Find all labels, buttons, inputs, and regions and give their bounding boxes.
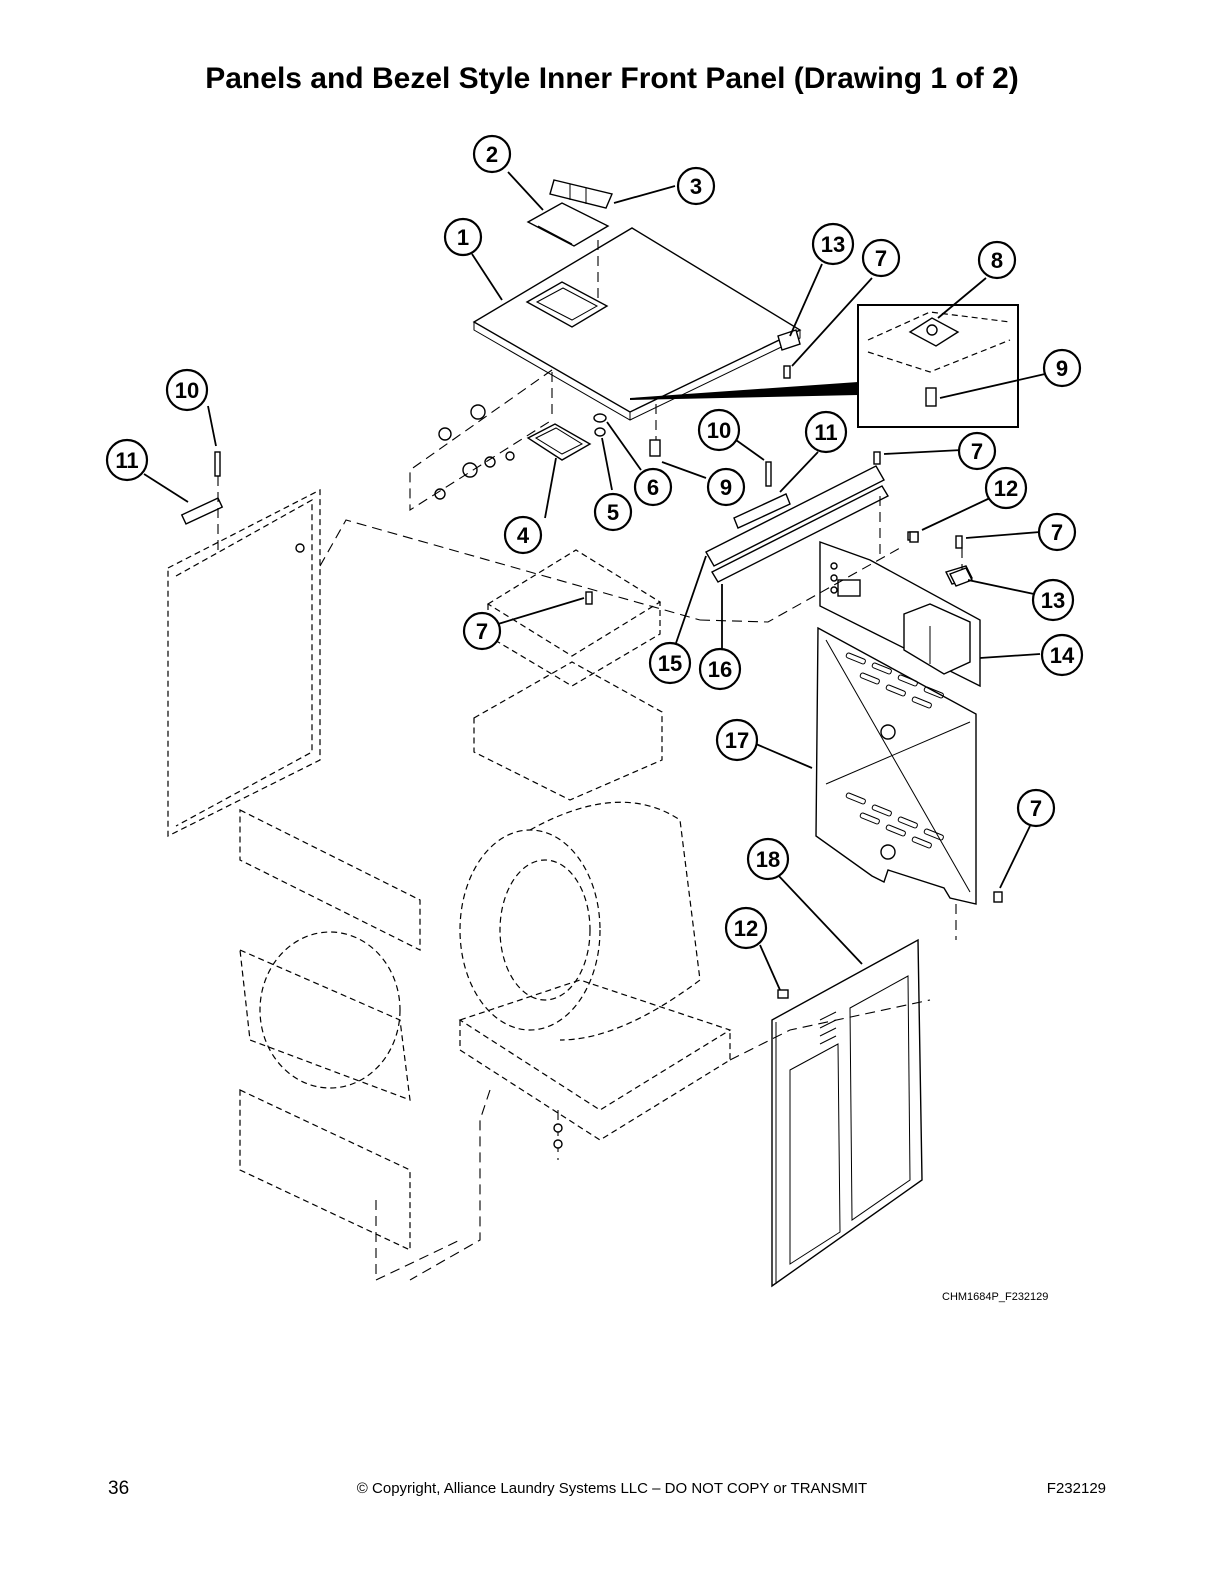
callout-18: 18 — [746, 837, 790, 881]
svg-text:6: 6 — [647, 475, 659, 500]
callout-4: 4 — [503, 515, 543, 555]
svg-text:3: 3 — [690, 174, 702, 199]
callout-15: 15 — [648, 641, 692, 685]
callout-7: 7 — [462, 611, 502, 651]
page-title: Panels and Bezel Style Inner Front Panel… — [205, 62, 1019, 95]
callout-9: 9 — [1042, 348, 1082, 388]
svg-text:10: 10 — [707, 418, 731, 443]
lid-part — [526, 179, 613, 247]
dryer-internal-assembly — [458, 549, 732, 1141]
gasket-part — [526, 423, 592, 461]
svg-text:7: 7 — [1051, 520, 1063, 545]
svg-text:11: 11 — [814, 420, 837, 445]
svg-text:9: 9 — [720, 475, 732, 500]
svg-text:13: 13 — [1041, 588, 1065, 613]
drawing-code: CHM1684P_F232129 — [942, 1291, 1049, 1303]
svg-text:7: 7 — [476, 619, 488, 644]
document-id: F232129 — [1046, 1480, 1106, 1497]
svg-text:7: 7 — [875, 246, 887, 271]
callout-13: 13 — [1031, 578, 1075, 622]
callout-12: 12 — [984, 466, 1028, 510]
callout-13: 13 — [811, 222, 855, 266]
svg-text:1: 1 — [457, 225, 469, 250]
front-panel — [771, 938, 923, 1288]
svg-text:5: 5 — [607, 500, 619, 525]
callout-11: 11 — [105, 438, 149, 482]
callout-6: 6 — [633, 467, 673, 507]
svg-text:17: 17 — [725, 728, 749, 753]
callout-7: 7 — [1016, 788, 1056, 828]
callout-10: 10 — [165, 368, 209, 412]
svg-text:10: 10 — [175, 378, 199, 403]
svg-text:8: 8 — [991, 248, 1003, 273]
svg-text:12: 12 — [994, 476, 1018, 501]
svg-text:4: 4 — [517, 523, 530, 548]
svg-text:7: 7 — [971, 439, 983, 464]
detail-inset — [630, 304, 1019, 428]
callout-7: 7 — [957, 431, 997, 471]
callout-11: 11 — [804, 410, 848, 454]
page-number: 36 — [108, 1478, 130, 1499]
inner-front-panel — [815, 626, 977, 905]
callout-10: 10 — [697, 408, 741, 452]
top-panel — [472, 227, 802, 421]
leader-lines — [143, 171, 1046, 991]
svg-text:12: 12 — [734, 916, 758, 941]
screw-parts — [585, 329, 1003, 903]
svg-text:11: 11 — [115, 448, 138, 473]
front-bezel-assembly — [239, 809, 461, 1281]
grommet-part — [594, 427, 606, 437]
copyright-notice: © Copyright, Alliance Laundry Systems LL… — [356, 1480, 868, 1497]
svg-text:18: 18 — [756, 847, 780, 872]
svg-text:15: 15 — [658, 651, 682, 676]
callout-8: 8 — [977, 240, 1017, 280]
callout-17: 17 — [715, 718, 759, 762]
callout-2: 2 — [472, 134, 512, 174]
svg-text:7: 7 — [1030, 796, 1042, 821]
callout-16: 16 — [698, 647, 742, 691]
washer-part — [593, 413, 607, 423]
callout-7: 7 — [1037, 512, 1077, 552]
callout-12: 12 — [724, 906, 768, 950]
svg-text:9: 9 — [1056, 356, 1068, 381]
spacer-part — [649, 439, 661, 457]
callout-1: 1 — [443, 217, 483, 257]
svg-text:13: 13 — [821, 232, 845, 257]
svg-text:16: 16 — [708, 657, 732, 682]
callout-7: 7 — [861, 238, 901, 278]
left-side-panel — [167, 451, 321, 837]
callout-14: 14 — [1040, 633, 1084, 677]
callout-9: 9 — [706, 467, 746, 507]
svg-text:14: 14 — [1050, 643, 1075, 668]
callout-5: 5 — [593, 492, 633, 532]
control-brackets — [705, 451, 889, 583]
svg-text:2: 2 — [486, 142, 498, 167]
callout-3: 3 — [676, 166, 716, 206]
